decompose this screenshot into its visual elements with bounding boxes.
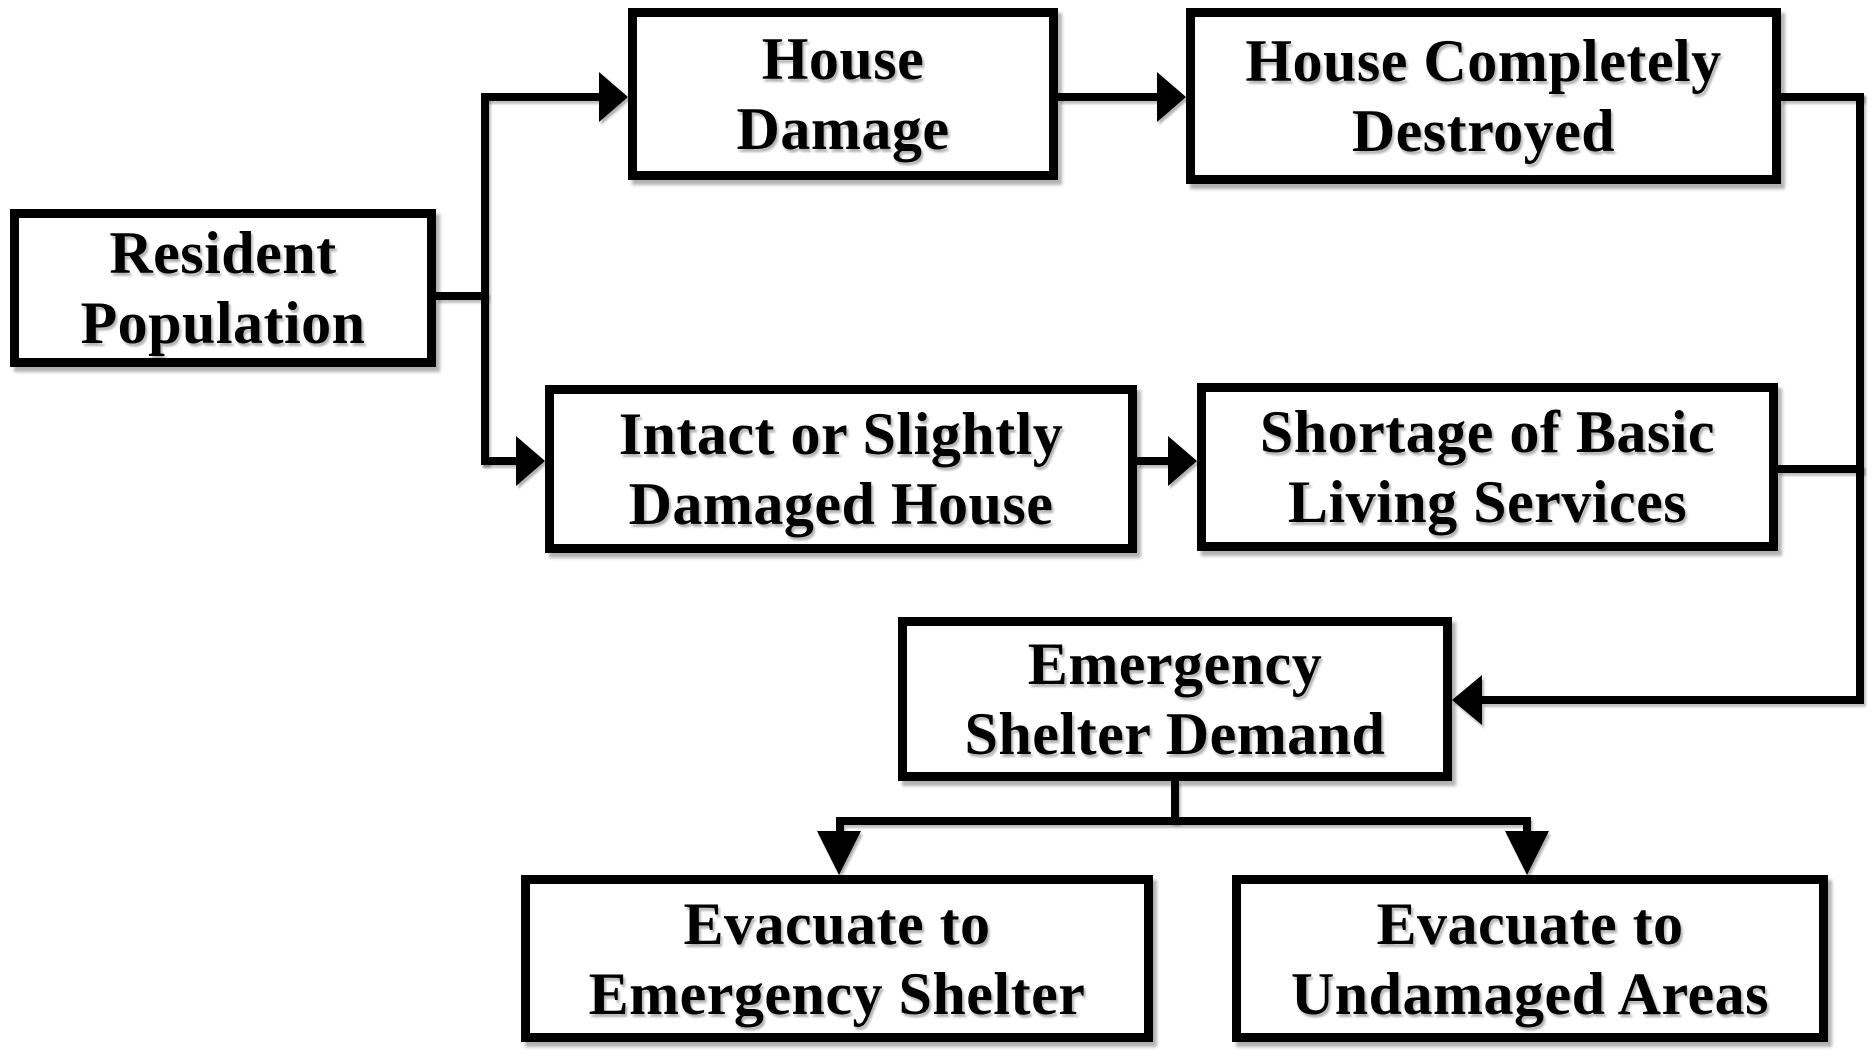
edge-right-elbow-vertical-line <box>1856 93 1864 704</box>
edge-elbow-to-emergency-arrowhead <box>1452 675 1482 725</box>
node-label-line: Destroyed <box>1351 98 1616 164</box>
edge-shortage-to-elbow-line <box>1778 465 1864 473</box>
node-evacuate-to-emergency-shelter: Evacuate to Emergency Shelter <box>521 875 1153 1042</box>
node-label-line: Damage <box>736 96 950 162</box>
node-label-line: Undamaged Areas <box>1290 960 1770 1027</box>
node-label-line: Evacuate to <box>683 890 991 957</box>
edge-resident-to-intact-house-arrowhead <box>516 436 545 486</box>
edge-resident-to-intact-house-line <box>481 457 516 465</box>
node-label-line: Emergency <box>1027 631 1323 697</box>
node-label-line: Population <box>80 290 366 356</box>
edge-resident-to-house-damage-arrowhead <box>599 72 628 122</box>
node-house-completely-destroyed: House Completely Destroyed <box>1186 8 1781 184</box>
edge-house-damage-to-destroyed-line <box>1058 93 1157 101</box>
edge-intact-to-shortage-arrowhead <box>1168 436 1197 486</box>
node-label-line: Living Services <box>1287 469 1688 535</box>
edge-intact-to-shortage-line <box>1137 457 1168 465</box>
edge-destroyed-elbow-top-line <box>1781 93 1864 101</box>
node-resident-population: Resident Population <box>10 209 436 367</box>
edge-elbow-to-emergency-line <box>1482 696 1856 704</box>
node-label-line: House <box>761 26 925 92</box>
edge-to-evacuate-undamaged-arrowhead <box>1505 831 1549 875</box>
node-label-line: Evacuate to <box>1376 890 1684 957</box>
node-intact-or-slightly-damaged-house: Intact or Slightly Damaged House <box>545 385 1137 553</box>
edge-resident-stub-line <box>436 292 488 300</box>
node-label-line: Damaged House <box>628 471 1054 537</box>
node-emergency-shelter-demand: Emergency Shelter Demand <box>898 617 1452 781</box>
edge-branch-left-stub-line <box>836 825 844 833</box>
node-label-line: Emergency Shelter <box>588 960 1086 1027</box>
node-label-line: Shortage of Basic <box>1259 399 1716 465</box>
edge-house-damage-to-destroyed-arrowhead <box>1157 72 1186 122</box>
node-label-line: Shelter Demand <box>964 701 1386 767</box>
node-evacuate-to-undamaged-areas: Evacuate to Undamaged Areas <box>1232 875 1828 1042</box>
edge-branch-right-stub-line <box>1523 825 1531 833</box>
node-house-damage: House Damage <box>628 8 1058 180</box>
edge-resident-to-house-damage-line <box>481 93 599 101</box>
node-label-line: Resident <box>109 220 337 286</box>
node-label-line: House Completely <box>1245 28 1722 94</box>
edge-resident-trunk-line <box>481 93 489 465</box>
edge-branch-bar-line <box>836 817 1531 825</box>
edge-to-evacuate-shelter-arrowhead <box>817 831 861 875</box>
node-label-line: Intact or Slightly <box>618 401 1064 467</box>
node-shortage-of-basic-living-services: Shortage of Basic Living Services <box>1197 383 1778 551</box>
edge-emergency-feed-line <box>1171 781 1179 823</box>
